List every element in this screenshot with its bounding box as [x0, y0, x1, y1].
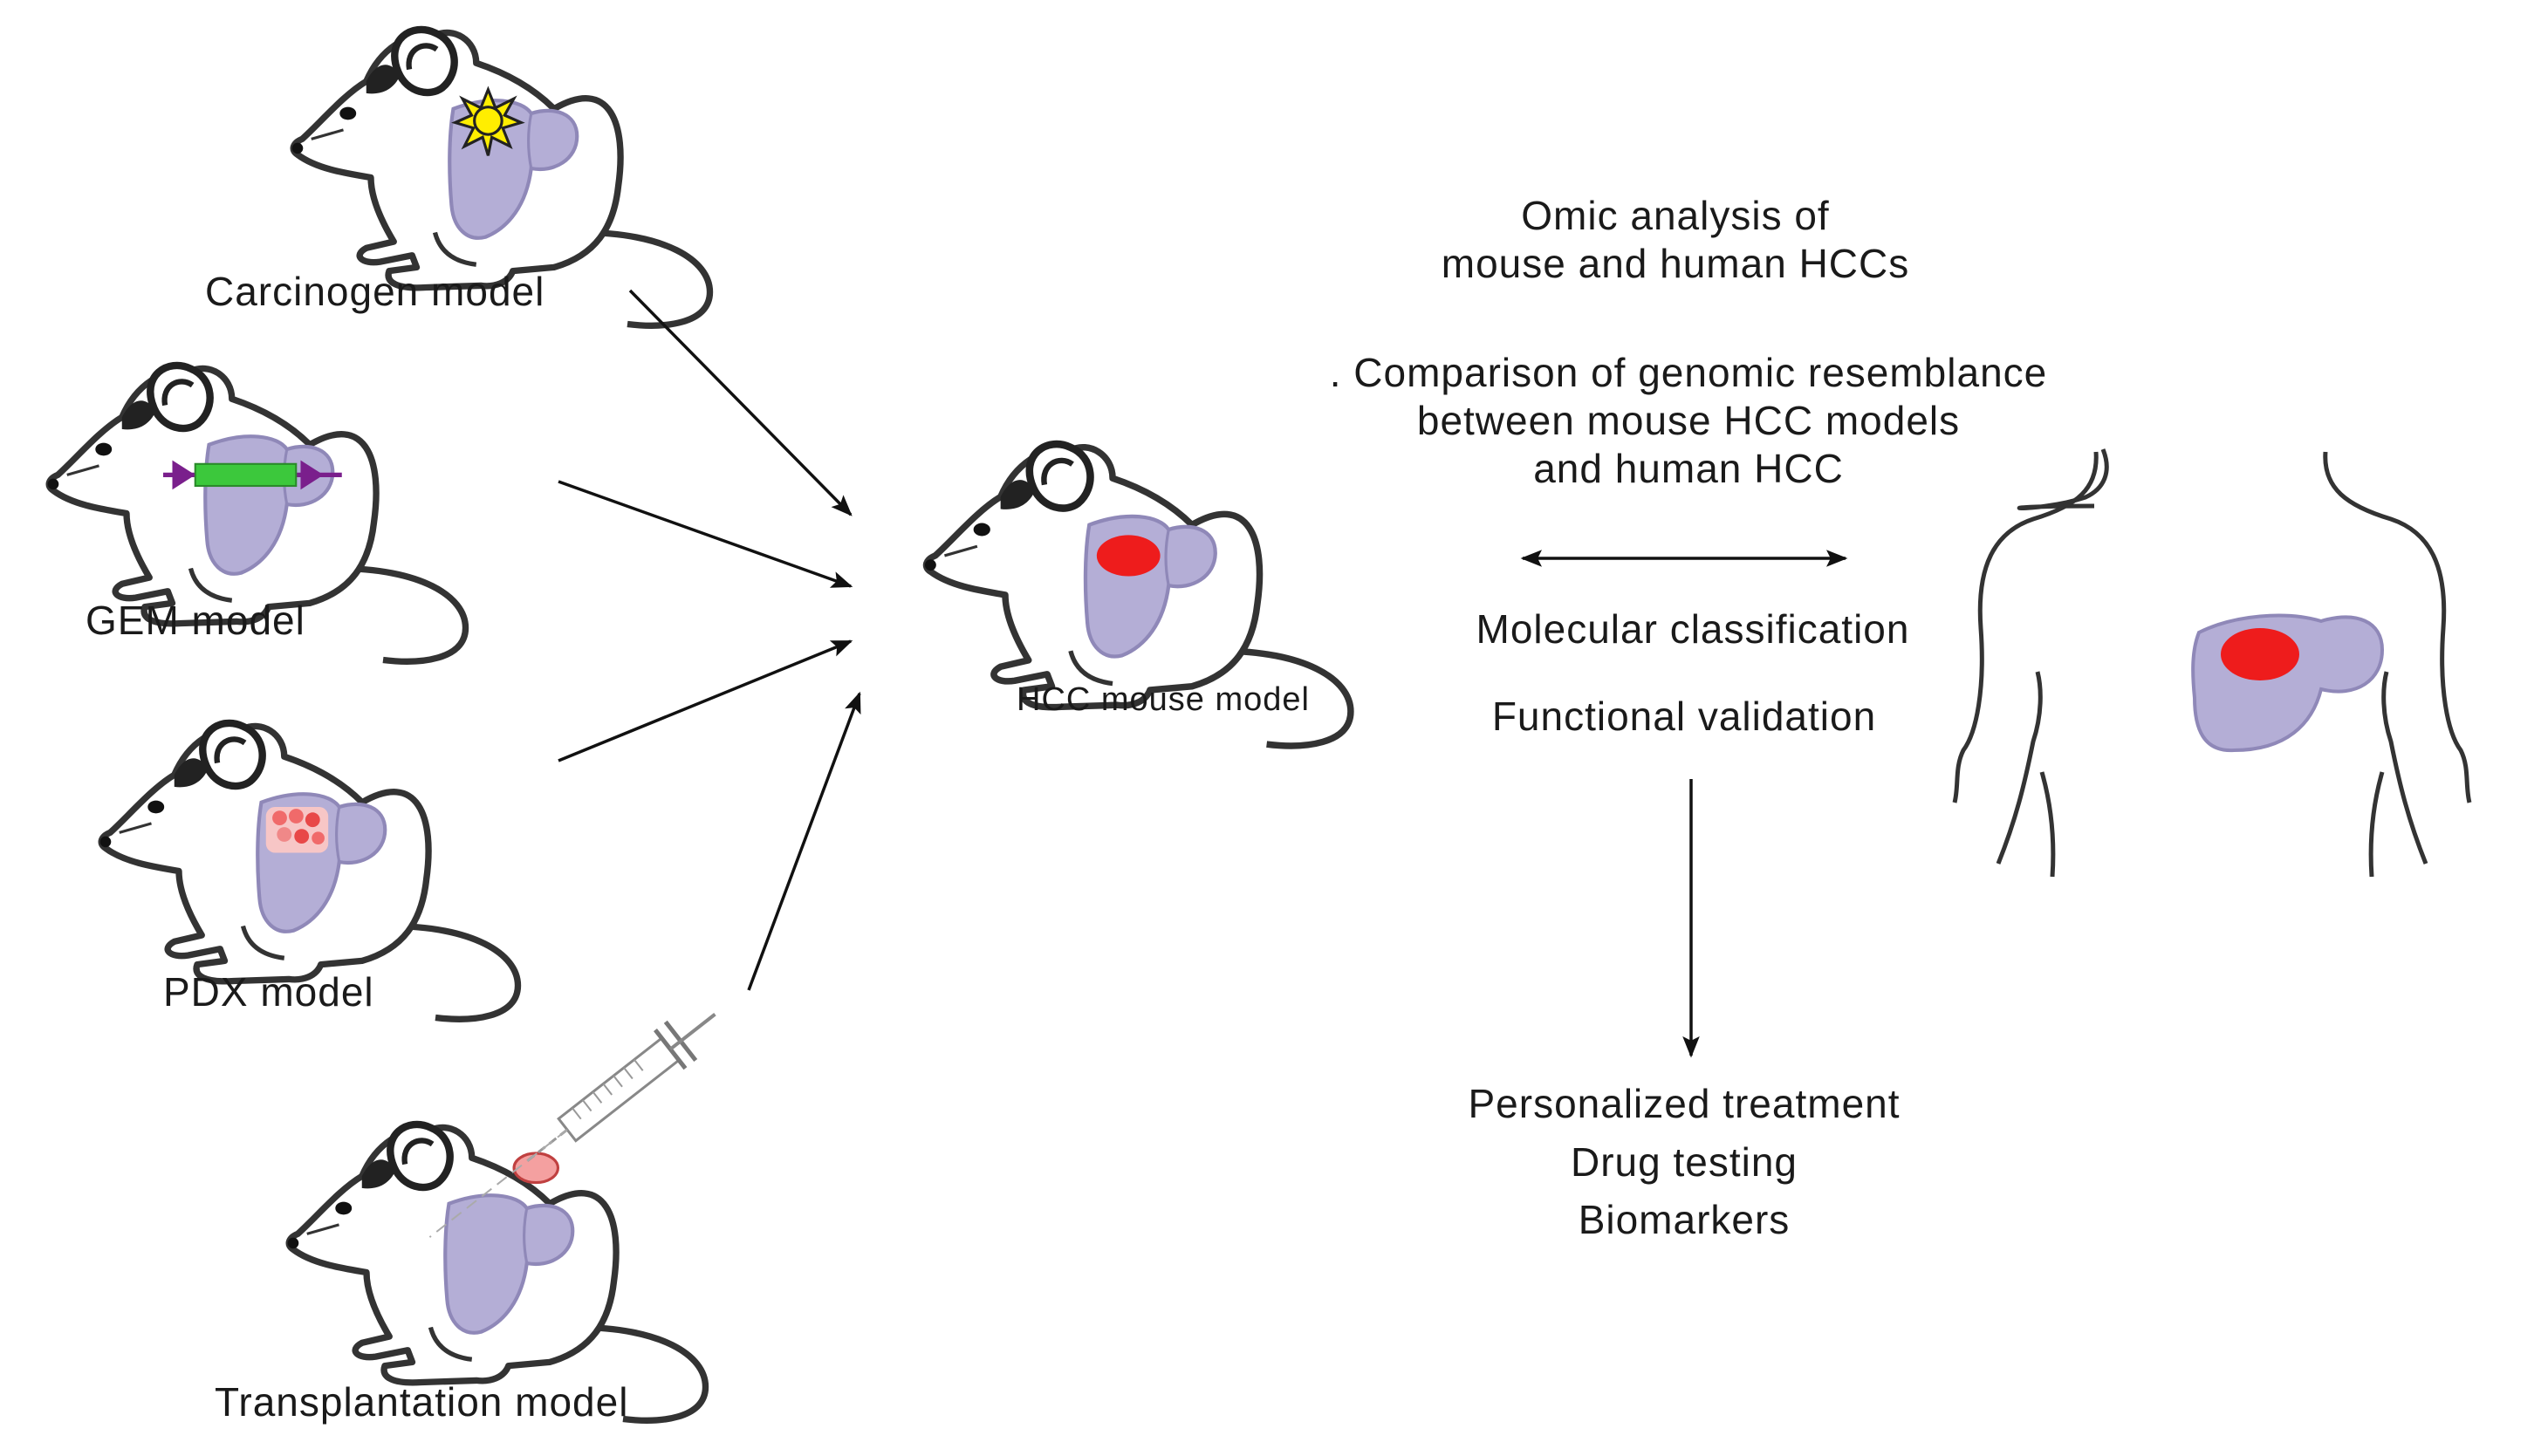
hcc-mouse-model-label: HCC mouse model	[1017, 681, 1310, 718]
arrow-gem-to-hcc	[558, 480, 853, 588]
human-liver-tumor-icon	[2221, 628, 2299, 680]
gem-mouse-illustration	[48, 366, 466, 661]
syringe-icon	[428, 1013, 716, 1238]
hcc-mouse-illustration	[925, 444, 1351, 746]
outcome-biomarkers: Biomarkers	[1578, 1197, 1791, 1243]
comparison-line-3: and human HCC	[1533, 446, 1844, 492]
pdx-model-label: PDX model	[163, 969, 374, 1015]
omic-line-2: mouse and human HCCs	[1441, 241, 1910, 287]
tumor-tissue-icon	[265, 807, 329, 853]
transplanted-tumor-icon	[512, 1152, 560, 1185]
omic-analysis-text: Omic analysis of mouse and human HCCs	[1361, 192, 1990, 288]
molecular-classification-label: Molecular classification	[1476, 606, 1910, 652]
comparison-text: . Comparison of genomic resemblance betw…	[1239, 349, 2138, 494]
gene-vector-icon	[162, 460, 342, 490]
sun-icon	[451, 85, 525, 156]
comparison-line-1: . Comparison of genomic resemblance	[1329, 350, 2048, 395]
transplantation-mouse-illustration	[288, 1124, 706, 1420]
outcome-drug-testing: Drug testing	[1570, 1138, 1798, 1185]
functional-validation-label: Functional validation	[1491, 694, 1877, 739]
arrows	[558, 289, 1848, 1058]
liver-tumor-icon	[1096, 535, 1161, 577]
arrow-transplant-to-hcc	[747, 691, 861, 991]
arrow-pdx-to-hcc	[558, 639, 853, 762]
comparison-line-2: between mouse HCC models	[1416, 398, 1961, 444]
human-torso-illustration	[1952, 448, 2472, 878]
arrow-carcinogen-to-hcc	[628, 289, 853, 516]
omic-line-1: Omic analysis of	[1521, 193, 1830, 238]
pdx-mouse-illustration	[100, 723, 518, 1019]
carcinogen-mouse-illustration	[292, 30, 710, 325]
carcinogen-model-label: Carcinogen model	[205, 269, 545, 314]
transplantation-model-label: Transplantation model	[215, 1379, 629, 1425]
outcomes-text: Personalized treatment Drug testing Biom…	[1361, 1075, 2007, 1249]
gem-model-label: GEM model	[86, 598, 305, 643]
outcome-personalized-treatment: Personalized treatment	[1468, 1081, 1901, 1126]
